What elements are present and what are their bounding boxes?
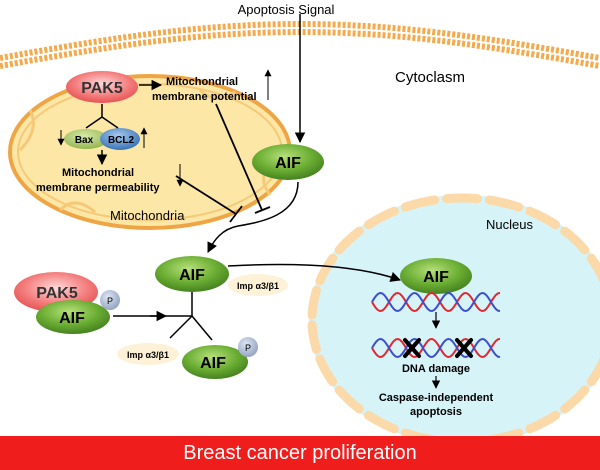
aif-nuclear-import-arrow [227, 263, 401, 282]
aif-phospho-complex [36, 300, 110, 334]
nuclear-envelope-segment [334, 226, 364, 255]
aif-phospho-released [182, 345, 248, 379]
nuclear-envelope-segment [525, 206, 561, 230]
aif-mito [252, 144, 324, 180]
aif-nucleus-label: AIF [423, 269, 449, 286]
pak5-to-bax-bcl2-arrows [85, 104, 119, 129]
imp-lower [117, 343, 179, 365]
bcl2 [100, 128, 140, 150]
permeability-inhibition-line [175, 175, 243, 223]
dna-strand-blue [371, 337, 501, 359]
banner-text: Breast cancer proliferation [183, 441, 417, 464]
dna-break-cross-icon [403, 338, 421, 358]
mito-potential-label-2: membrane potential [152, 91, 257, 103]
pak5-mito-label: PAK5 [81, 80, 123, 97]
nuclear-envelope-segment [400, 195, 440, 212]
imp-upper-label: Imp α3/β1 [237, 281, 279, 291]
dna-break-cross-icon [455, 338, 473, 358]
aif-phospho-complex-label: AIF [59, 310, 85, 327]
mito-permeability-label-1: Mitochondrial [62, 167, 134, 179]
mitochondria-label: Mitochondria [110, 208, 185, 223]
dna-helix-intact [371, 291, 501, 313]
nuclear-envelope-segment [525, 410, 561, 434]
mito-permeability-label-2: membrane permeability [36, 182, 160, 194]
bcl2-label: BCL2 [108, 135, 135, 146]
nuclear-envelope-segment [307, 285, 321, 320]
mitochondria-cristae [18, 88, 276, 214]
mito-potential-label-1: Mitochondrial [166, 76, 238, 88]
dna-damage-label: DNA damage [402, 363, 470, 375]
phospho-badge-released [238, 337, 258, 357]
nucleus-label: Nucleus [486, 217, 533, 232]
dna-strand-red [371, 291, 501, 313]
bax-label: Bax [75, 135, 94, 146]
nuclear-envelope-segment [307, 320, 321, 355]
nuclear-envelope-segment [586, 357, 600, 387]
nuclear-envelope-segment [560, 226, 590, 255]
nuclear-envelope-segment [315, 354, 338, 387]
phospho-label-complex: P [107, 296, 113, 306]
pak5-mito [66, 71, 138, 103]
aif-mito-label: AIF [275, 155, 301, 172]
imp-upper [228, 274, 288, 296]
caspase-label-2: apoptosis [410, 406, 462, 418]
potential-inhibition-line [215, 103, 271, 214]
aif-phospho-released-label: AIF [200, 355, 226, 372]
aif-release-arrow [207, 181, 299, 253]
nuclear-envelope-segment [315, 253, 338, 286]
nuclear-envelope-segment [363, 206, 399, 230]
pak5-complex-label: PAK5 [36, 285, 78, 302]
imp-lower-label: Imp α3/β1 [127, 350, 169, 360]
caspase-label-1: Caspase-independent [379, 392, 494, 404]
nuclear-envelope-segment [484, 195, 524, 212]
split-to-imp-and-paif [169, 315, 213, 341]
phospho-badge-complex [100, 290, 120, 310]
nuclear-envelope-segment [560, 385, 590, 414]
nuclear-envelope-segment [334, 385, 364, 414]
aif-nucleus [400, 258, 472, 294]
dna-strand-red [371, 337, 501, 359]
phospho-label-released: P [245, 343, 251, 353]
dna-helix-damaged [371, 337, 501, 359]
bax [64, 129, 108, 149]
aif-cytoplasm [155, 256, 229, 292]
aif-cytoplasm-label: AIF [179, 267, 205, 284]
nucleus [309, 195, 600, 445]
dna-strand-blue [371, 291, 501, 313]
apoptosis-signal-label: Apoptosis Signal [238, 2, 335, 17]
nuclear-envelope-segment [442, 193, 482, 204]
cytoplasm-label: Cytoclasm [395, 69, 465, 86]
nuclear-envelope-segment [363, 410, 399, 434]
nuclear-envelope-segment [586, 253, 600, 283]
proliferation-banner: Breast cancer proliferation [0, 436, 600, 470]
